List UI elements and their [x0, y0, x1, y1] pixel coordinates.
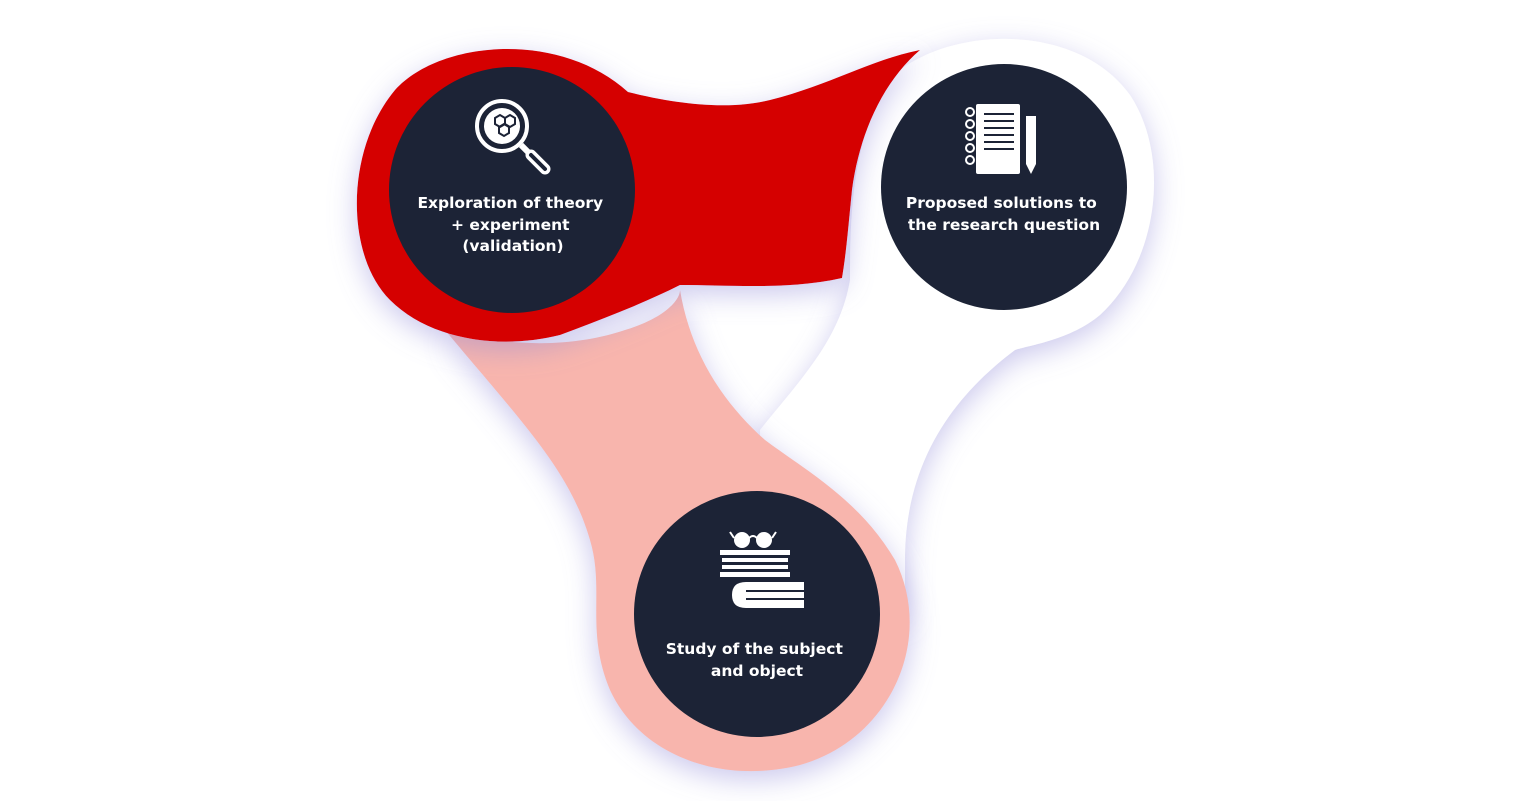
- node-exploration-label: Exploration of theory + experiment (vali…: [417, 194, 608, 255]
- node-exploration: Exploration of theory + experiment (vali…: [389, 67, 635, 313]
- node-study-circle: [634, 491, 880, 737]
- node-proposed-label: Proposed solutions to the research quest…: [906, 194, 1102, 234]
- node-exploration-line-3: (validation): [462, 237, 563, 255]
- node-proposed: Proposed solutions to the research quest…: [881, 64, 1127, 310]
- node-proposed-line-2: the research question: [908, 216, 1100, 234]
- node-study-label: Study of the subject and object: [666, 640, 849, 680]
- notebook-pencil-icon: [965, 104, 1036, 174]
- node-study-line-2: and object: [711, 662, 804, 680]
- books-glasses-icon: [720, 531, 804, 608]
- magnifier-molecule-icon: [475, 99, 551, 175]
- node-exploration-line-1: Exploration of theory: [417, 194, 603, 212]
- node-proposed-line-1: Proposed solutions to: [906, 194, 1097, 212]
- node-exploration-circle: [389, 67, 635, 313]
- node-exploration-line-2: + experiment: [451, 216, 570, 234]
- node-proposed-circle: [881, 64, 1127, 310]
- node-study-line-1: Study of the subject: [666, 640, 844, 658]
- node-study: Study of the subject and object: [634, 491, 880, 737]
